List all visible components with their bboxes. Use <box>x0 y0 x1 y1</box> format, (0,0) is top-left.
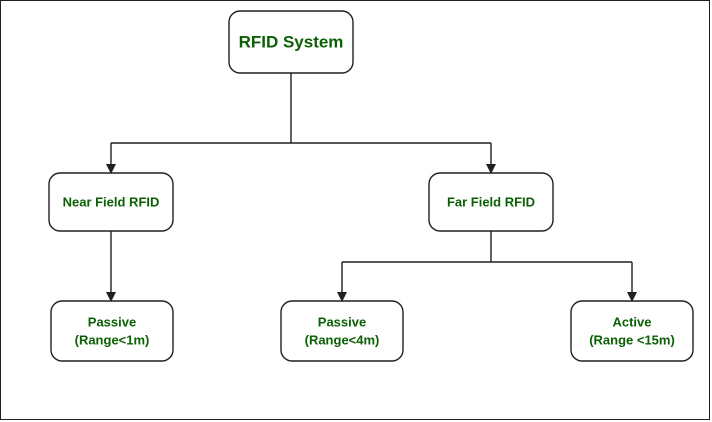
node-near-field-rfid-box[interactable] <box>48 172 174 232</box>
node-far-active-box[interactable] <box>570 300 694 362</box>
node-rfid-system-box[interactable] <box>228 10 354 74</box>
node-near-passive-label-line2: (Range<1m) <box>75 332 150 347</box>
node-far-passive-box[interactable] <box>280 300 404 362</box>
node-far-passive[interactable]: Passive (Range<4m) <box>280 300 404 362</box>
arrow-head-far-field <box>486 164 496 174</box>
node-far-active-label-line2: (Range <15m) <box>589 332 675 347</box>
connector-nearfield-to-passive <box>106 231 116 302</box>
node-near-passive[interactable]: Passive (Range<1m) <box>50 300 174 362</box>
node-far-field-rfid-box[interactable] <box>428 172 554 232</box>
node-far-active-label-line1: Active <box>612 314 651 329</box>
arrow-head-near-passive <box>106 292 116 302</box>
node-far-passive-label-line2: (Range<4m) <box>305 332 380 347</box>
node-rfid-system-label: RFID System <box>239 32 344 51</box>
connector-farfield-to-leaves <box>337 231 637 302</box>
node-far-active[interactable]: Active (Range <15m) <box>570 300 694 362</box>
arrow-head-near-field <box>106 164 116 174</box>
node-rfid-system[interactable]: RFID System <box>228 10 354 74</box>
farfield-stem-path <box>341 231 633 294</box>
node-near-field-rfid-label: Near Field RFID <box>63 194 160 209</box>
arrow-head-far-passive <box>337 292 347 302</box>
connector-root-to-level2 <box>106 73 496 174</box>
node-far-field-rfid-label: Far Field RFID <box>447 194 535 209</box>
node-near-field-rfid[interactable]: Near Field RFID <box>48 172 174 232</box>
node-near-passive-label-line1: Passive <box>88 314 136 329</box>
node-far-passive-label-line1: Passive <box>318 314 366 329</box>
arrow-head-far-active <box>627 292 637 302</box>
node-near-passive-box[interactable] <box>50 300 174 362</box>
root-stem-path <box>110 73 492 166</box>
node-far-field-rfid[interactable]: Far Field RFID <box>428 172 554 232</box>
